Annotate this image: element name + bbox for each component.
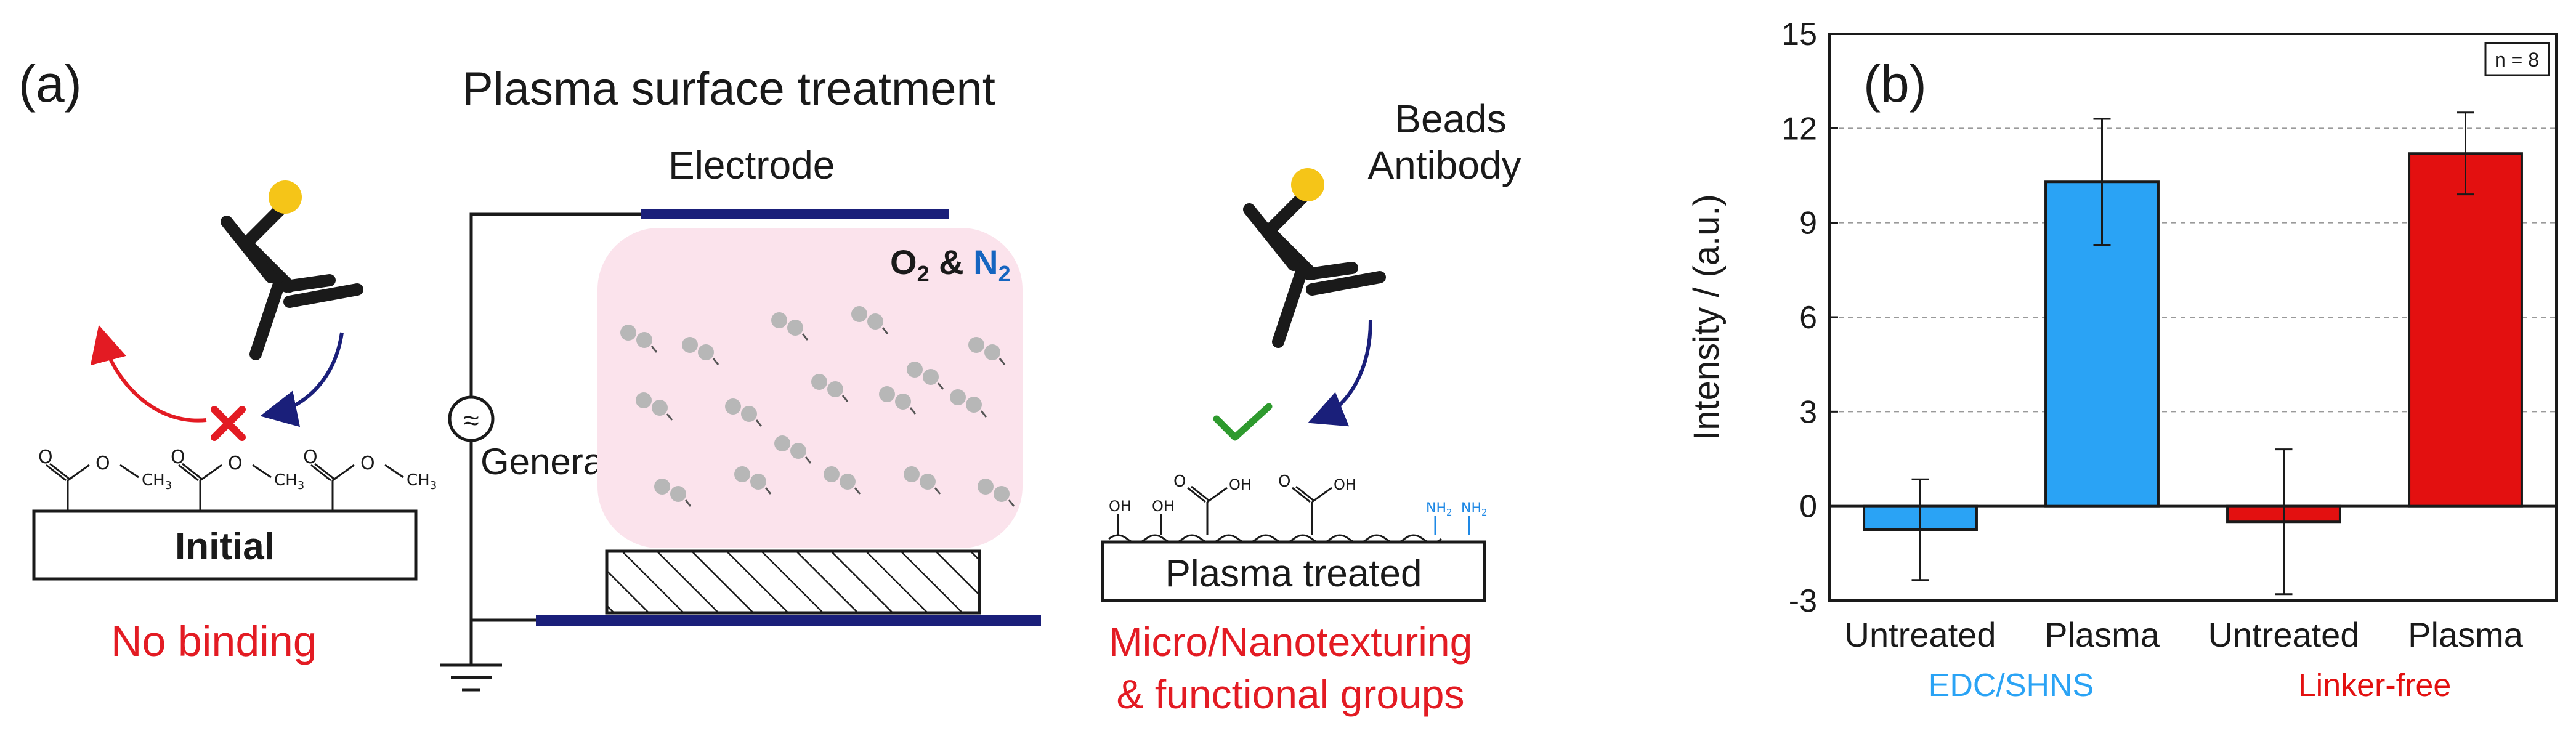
svg-text:CH3: CH3 xyxy=(407,471,437,492)
treated-surface xyxy=(1101,540,1486,602)
substrate xyxy=(605,549,981,615)
error-bar xyxy=(2275,448,2293,596)
ester-group: O O CH3 xyxy=(38,447,172,511)
svg-text:OH: OH xyxy=(1109,498,1132,515)
bar xyxy=(2044,180,2160,508)
svg-text:NH2: NH2 xyxy=(1461,501,1488,518)
gas-molecule xyxy=(907,362,944,390)
svg-text:O: O xyxy=(1278,472,1290,491)
gas-molecule xyxy=(978,479,1015,507)
gas-molecule xyxy=(620,325,658,353)
bar xyxy=(2408,152,2523,508)
y-tick-label: 0 xyxy=(1799,489,1817,525)
gas-molecule xyxy=(654,479,692,507)
gas-molecule xyxy=(968,337,1006,365)
antibody-label: Antibody xyxy=(1367,143,1521,187)
gas-molecule xyxy=(950,389,987,418)
gas-molecule xyxy=(725,398,763,427)
functional-groups: OH OH O OH O OH NH2 NH2 xyxy=(1108,472,1488,544)
ester-groups: O O CH3 O O CH3 O O CH3 xyxy=(38,447,437,511)
bar-chart: -3 0 3 6 9 12 15 Untreated Plasma Untreated Plasm… xyxy=(1687,17,2558,703)
ester-group: O O CH3 xyxy=(171,447,304,511)
error-bar xyxy=(2457,111,2474,196)
initial-label: Initial xyxy=(175,525,275,568)
n-label: n = 8 xyxy=(2495,49,2539,71)
gas-molecule xyxy=(682,337,719,365)
error-bar xyxy=(2093,118,2111,246)
panel-a-label: (a) xyxy=(18,55,82,113)
svg-text:O: O xyxy=(38,447,53,468)
approach-arrow xyxy=(260,332,344,427)
gas-molecule xyxy=(734,466,772,495)
gas-molecule xyxy=(774,435,812,464)
group-label: EDC/SHNS xyxy=(1929,668,2094,703)
gas-molecule xyxy=(636,392,673,421)
gas-molecule xyxy=(824,466,861,495)
binding-arrow xyxy=(1308,320,1372,427)
plasma-treated-label: Plasma treated xyxy=(1165,552,1422,595)
svg-text:NH2: NH2 xyxy=(1426,501,1452,518)
bead-icon xyxy=(269,180,302,214)
group-label: Linker-free xyxy=(2298,668,2452,703)
gas-molecule xyxy=(851,306,889,334)
top-electrode xyxy=(641,209,949,219)
svg-text:O: O xyxy=(1173,472,1186,491)
bead-icon xyxy=(1291,168,1324,201)
bottom-electrode xyxy=(536,615,1041,626)
y-tick-label: 12 xyxy=(1781,111,1817,147)
y-tick-label: 6 xyxy=(1799,300,1817,336)
x-tick-label: Untreated xyxy=(1845,615,1996,654)
svg-text:OH: OH xyxy=(1229,476,1252,493)
svg-text:O: O xyxy=(171,447,185,468)
svg-text:O: O xyxy=(228,453,243,474)
initial-surface xyxy=(32,509,418,581)
svg-text:CH3: CH3 xyxy=(274,471,304,492)
antibody-left xyxy=(221,203,363,360)
n-badge xyxy=(2484,42,2550,76)
texturing-label-1: Micro/Nanotexturing xyxy=(1109,619,1473,665)
gas-molecules xyxy=(620,306,1015,507)
ester-group: O O CH3 xyxy=(303,447,437,511)
y-axis-ticks: -3 0 3 6 9 12 15 xyxy=(1781,17,1838,619)
texturing-label-2: & functional groups xyxy=(1116,671,1464,717)
y-tick-label: -3 xyxy=(1789,583,1817,619)
panel-a: (a) Plasma surface treatment Electrode ≈… xyxy=(18,55,1521,717)
chart-error-bars xyxy=(1911,111,2474,596)
svg-text:O: O xyxy=(95,453,110,474)
y-tick-label: 15 xyxy=(1781,17,1817,52)
x-tick-label: Plasma xyxy=(2408,615,2524,654)
x-tick-label: Untreated xyxy=(2208,615,2360,654)
svg-text:CH3: CH3 xyxy=(142,471,172,492)
beads-label: Beads xyxy=(1395,97,1506,141)
reject-arrow xyxy=(90,325,207,423)
chart-bars xyxy=(1863,152,2523,532)
diagram-title: Plasma surface treatment xyxy=(462,63,995,115)
gas-molecule xyxy=(904,466,941,495)
panel-b-label: (b) xyxy=(1863,55,1927,113)
gas-label: O2 & N2 xyxy=(890,243,1011,286)
generator-circuit xyxy=(440,212,641,692)
svg-text:O: O xyxy=(303,447,318,468)
y-tick-label: 9 xyxy=(1799,206,1817,241)
svg-text:OH: OH xyxy=(1334,476,1356,493)
x-axis-labels: Untreated Plasma Untreated Plasma xyxy=(1845,615,2524,654)
no-binding-label: No binding xyxy=(111,617,317,665)
y-tick-label: 3 xyxy=(1799,394,1817,430)
check-icon xyxy=(1213,403,1273,441)
gas-molecule xyxy=(771,312,809,341)
svg-text:O: O xyxy=(360,453,375,474)
generator-symbol: ≈ xyxy=(463,404,479,436)
plot-frame xyxy=(1828,33,2558,602)
electrode-label: Electrode xyxy=(668,143,835,187)
gas-molecule xyxy=(811,374,849,402)
antibody-right xyxy=(1243,191,1386,348)
x-tick-label: Plasma xyxy=(2044,615,2160,654)
cross-icon xyxy=(211,406,246,441)
group-labels: EDC/SHNS Linker-free xyxy=(1929,668,2452,703)
error-bar xyxy=(1911,478,1929,581)
svg-text:OH: OH xyxy=(1152,498,1175,515)
gas-molecule xyxy=(879,386,917,415)
y-axis-label: Intensity / (a.u.) xyxy=(1687,194,1727,440)
